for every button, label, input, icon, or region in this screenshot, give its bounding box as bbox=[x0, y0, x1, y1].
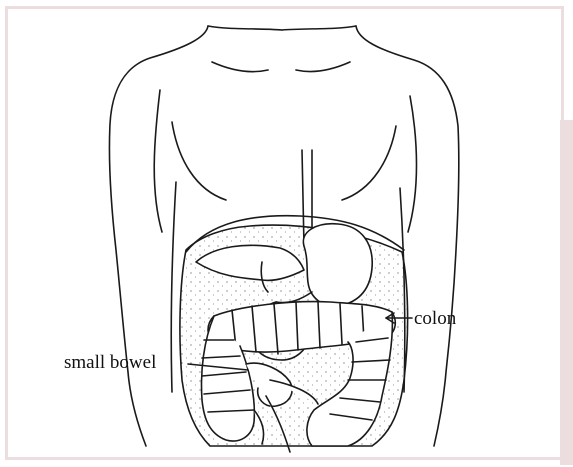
colon-label: colon bbox=[414, 309, 456, 328]
stomach bbox=[303, 224, 372, 306]
small-bowel-label: small bowel bbox=[64, 353, 156, 372]
